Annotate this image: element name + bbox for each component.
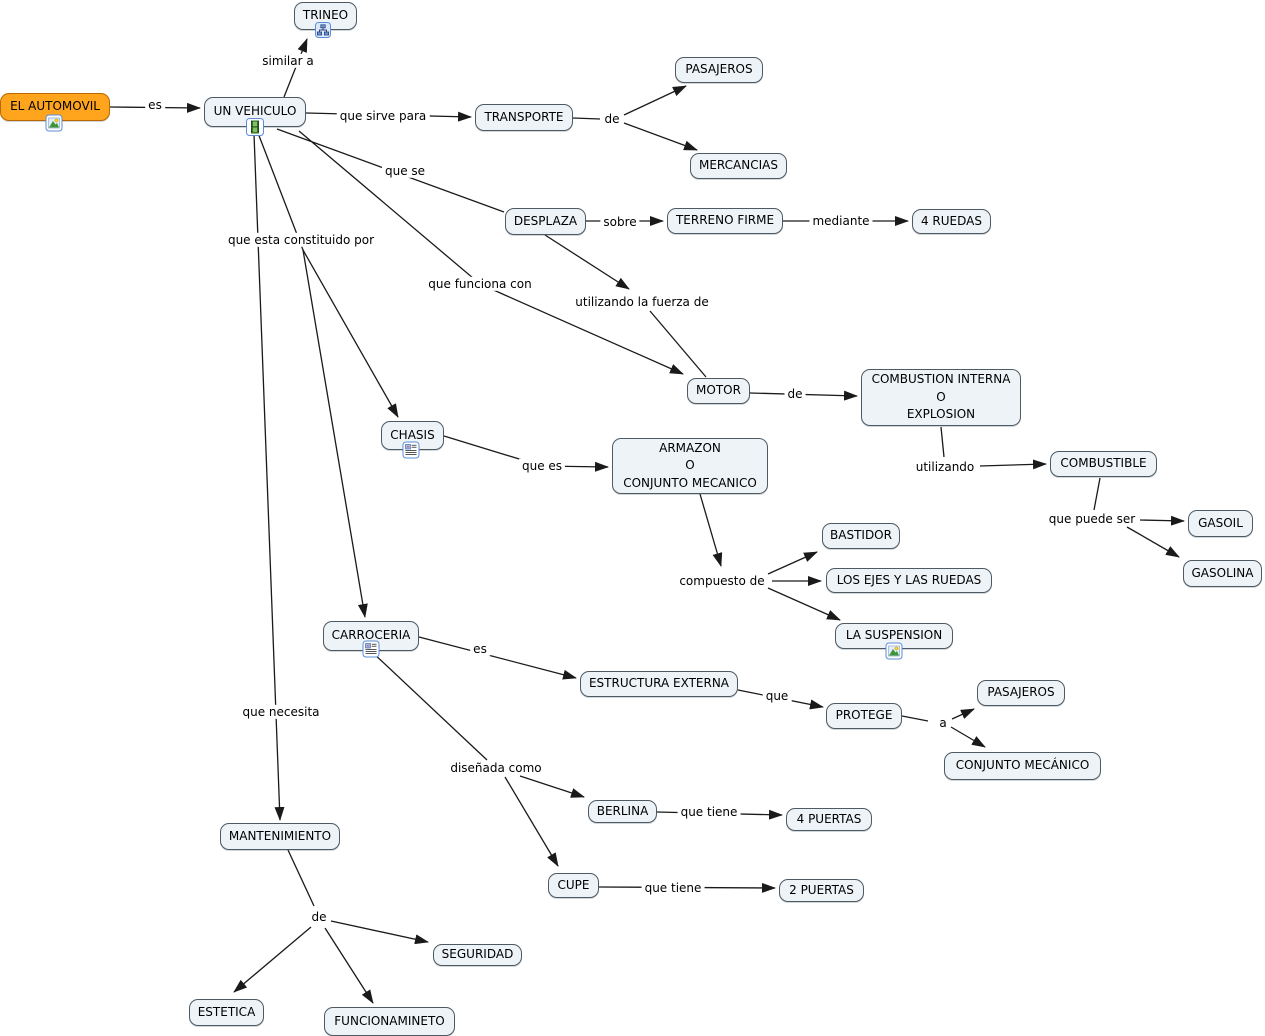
link-label[interactable]: es [470,641,490,657]
connector-line [649,310,707,378]
concept-node-pasajeros-2[interactable]: PASAJEROS [977,680,1065,706]
connector-line [519,775,585,798]
sitemap-icon[interactable] [315,22,331,42]
concept-node-bastidor[interactable]: BASTIDOR [822,523,900,549]
concept-node-seguridad[interactable]: SEGURIDAD [433,944,522,966]
connector-line [572,117,601,120]
connector-line [901,715,929,722]
concept-node-terreno-firme[interactable]: TERRENO FIRME [667,208,783,234]
concept-node-el-automovil[interactable]: EL AUTOMOVIL [0,93,110,121]
connector-line [544,234,630,290]
concept-node-motor[interactable]: MOTOR [687,378,750,404]
connector-line [699,493,723,567]
connector-line [330,920,429,945]
link-label[interactable]: es [145,97,165,113]
doc-icon[interactable] [362,640,380,662]
picture-icon[interactable] [885,642,903,664]
connector-line [257,132,399,418]
concept-node-gasoil[interactable]: GASOIL [1188,510,1253,537]
concept-node-cupe[interactable]: CUPE [548,873,599,898]
connector-line [1139,515,1185,526]
link-label[interactable]: que sirve para [336,108,430,124]
link-label[interactable]: similar a [259,53,317,69]
connector-line [1093,477,1101,511]
link-label[interactable]: que [762,688,792,704]
link-label[interactable]: que necesita [239,704,323,720]
concept-node-funcionamineto[interactable]: FUNCIONAMINETO [324,1007,455,1036]
concept-node-4-puertas[interactable]: 4 PUERTAS [786,808,872,831]
connector-line [979,459,1047,470]
connector-line [418,636,577,680]
concept-node-estructura-externa[interactable]: ESTRUCTURA EXTERNA [580,671,738,697]
link-label[interactable]: de [784,386,806,402]
connector-line [324,927,374,1004]
link-label[interactable]: sobre [600,214,640,230]
concept-node-estetica[interactable]: ESTETICA [189,999,264,1026]
connector-line [767,551,818,575]
connector-line [298,130,684,375]
connector-line [1126,526,1180,558]
connector-line [623,85,687,116]
link-label[interactable]: que funciona con [425,276,535,292]
concept-node-armazon[interactable]: ARMAZON O CONJUNTO MECANICO [612,438,768,494]
concept-node-mercancias[interactable]: MERCANCIAS [690,153,787,179]
link-label[interactable]: mediante [809,213,873,229]
concept-node-pasajeros-1[interactable]: PASAJEROS [675,57,763,83]
connector-line [950,726,986,748]
link-label[interactable]: utilizando la fuerza de [572,294,712,310]
link-label[interactable]: que puede ser [1045,511,1139,527]
link-label[interactable]: de [308,909,330,925]
connector-line [302,249,368,618]
link-label[interactable]: que es [518,458,566,474]
link-label[interactable]: que esta constituido por [224,232,378,248]
picture-icon[interactable] [45,114,63,136]
link-label[interactable]: que tiene [677,804,741,820]
film-icon[interactable] [246,118,264,140]
link-label[interactable]: utilizando [912,459,978,475]
connector-line [623,122,698,151]
connector-line [233,926,312,993]
connector-line [504,776,559,867]
link-label[interactable]: que se [381,163,429,179]
link-label[interactable]: a [936,715,950,731]
concept-node-chasis[interactable]: CHASIS [381,421,444,450]
concept-node-ejes-ruedas[interactable]: LOS EJES Y LAS RUEDAS [826,568,992,593]
doc-icon[interactable] [402,441,420,463]
concept-node-protege[interactable]: PROTEGE [826,703,902,729]
link-label[interactable]: compuesto de [676,573,768,589]
link-label[interactable]: que tiene [641,880,705,896]
link-label[interactable]: de [601,111,623,127]
concept-node-4-ruedas[interactable]: 4 RUEDAS [912,209,991,234]
concept-node-gasolina[interactable]: GASOLINA [1183,560,1262,587]
connector-line [767,587,841,621]
concept-node-2-puertas[interactable]: 2 PUERTAS [779,879,864,902]
concept-node-berlina[interactable]: BERLINA [588,800,657,823]
concept-node-conjunto-mecanico[interactable]: CONJUNTO MECÁNICO [944,752,1101,780]
connector-line [951,708,975,720]
concept-node-mantenimiento[interactable]: MANTENIMIENTO [220,823,340,850]
concept-node-desplaza[interactable]: DESPLAZA [505,208,586,235]
link-label[interactable]: diseñada como [447,760,545,776]
concept-node-transporte[interactable]: TRANSPORTE [475,104,573,131]
concept-node-combustible[interactable]: COMBUSTIBLE [1050,451,1157,477]
connector-line [287,849,315,907]
concept-node-combustion[interactable]: COMBUSTION INTERNA O EXPLOSION [861,369,1021,426]
connector-line [940,426,945,458]
connector-line [370,650,488,761]
